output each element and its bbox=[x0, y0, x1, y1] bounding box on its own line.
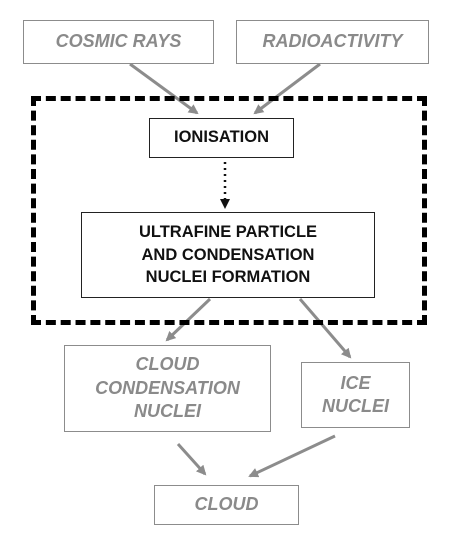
ice-nuclei-label: ICE NUCLEI bbox=[322, 372, 389, 416]
radioactivity-label: RADIOACTIVITY bbox=[262, 31, 403, 52]
ultrafine-particle-node: ULTRAFINE PARTICLE AND CONDENSATION NUCL… bbox=[81, 212, 375, 298]
cloud-label: CLOUD bbox=[194, 494, 259, 515]
ultrafine-particle-label: ULTRAFINE PARTICLE AND CONDENSATION NUCL… bbox=[138, 222, 318, 287]
cloud-condensation-nuclei-node: CLOUD CONDENSATION NUCLEI bbox=[64, 345, 271, 432]
cosmic-rays-label: COSMIC RAYS bbox=[55, 31, 182, 52]
radioactivity-node: RADIOACTIVITY bbox=[236, 20, 429, 64]
ionisation-label: IONISATION bbox=[173, 128, 270, 147]
arrow-ultrafine-to-ccn bbox=[165, 297, 212, 342]
arrow-radioactivity-to-ionisation bbox=[253, 62, 321, 115]
arrow-ccn-to-cloud bbox=[176, 442, 207, 476]
cloud-condensation-nuclei-label: CLOUD CONDENSATION NUCLEI bbox=[95, 354, 240, 422]
ionisation-process-region bbox=[31, 96, 427, 325]
cloud-node: CLOUD bbox=[154, 485, 299, 525]
ice-nuclei-node: ICE NUCLEI bbox=[301, 362, 410, 428]
arrow-ice-nuclei-to-cloud bbox=[248, 434, 336, 478]
arrow-ultrafine-to-ice-nuclei bbox=[298, 298, 352, 359]
arrow-cosmic-rays-to-ionisation bbox=[129, 62, 199, 115]
cosmic-rays-node: COSMIC RAYS bbox=[23, 20, 214, 64]
ionisation-node: IONISATION bbox=[149, 118, 294, 158]
